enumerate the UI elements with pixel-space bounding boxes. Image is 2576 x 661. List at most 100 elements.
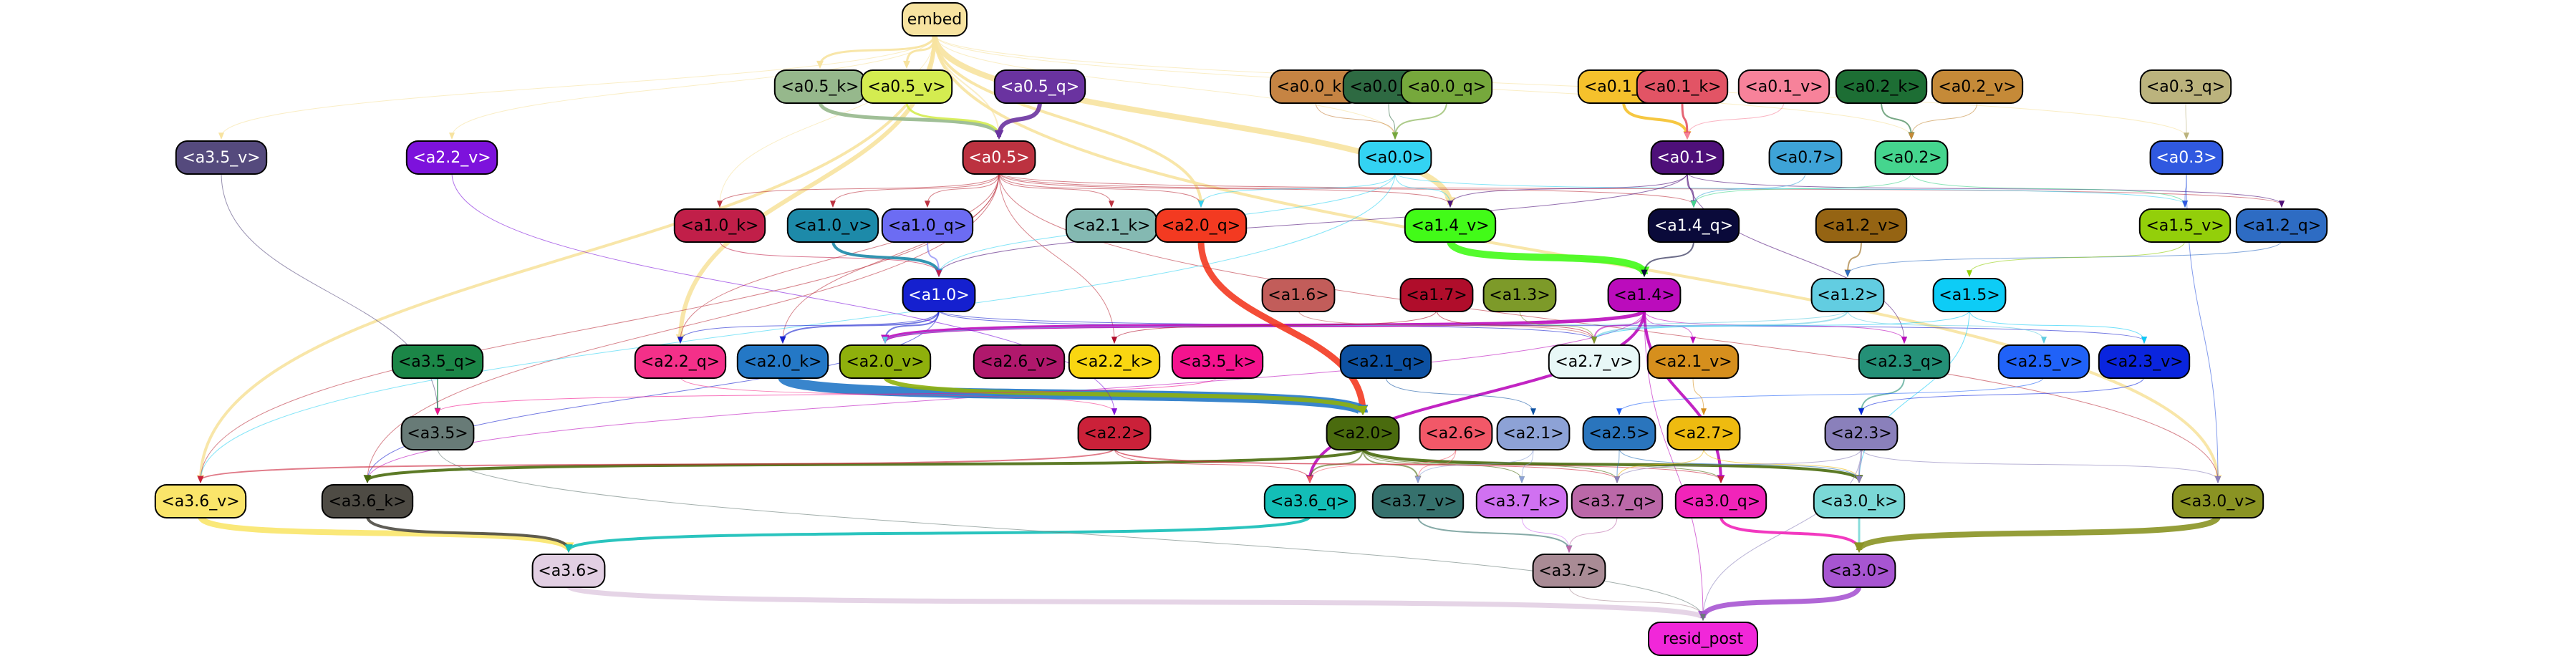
node-box-a1-4 bbox=[1607, 278, 1682, 312]
node-a1-5-v[interactable]: <a1.5_v> bbox=[2138, 208, 2232, 243]
node-a2-1-v[interactable]: <a2.1_v> bbox=[1646, 344, 1740, 379]
edge-arrowhead-embed-to-a0-5-v bbox=[903, 60, 910, 69]
node-a2-0-k[interactable]: <a2.0_k> bbox=[736, 344, 829, 379]
node-a1-0-q[interactable]: <a1.0_q> bbox=[881, 208, 974, 243]
node-a2-6-v[interactable]: <a2.6_v> bbox=[973, 344, 1066, 379]
node-a2-2-k[interactable]: <a2.2_k> bbox=[1068, 344, 1161, 379]
node-a2-0-q[interactable]: <a2.0_q> bbox=[1154, 208, 1248, 243]
edge-a2-5-v-to-a2-5 bbox=[1619, 376, 2045, 413]
node-a3-0-v[interactable]: <a3.0_v> bbox=[2171, 484, 2264, 518]
node-a1-0-v[interactable]: <a1.0_v> bbox=[786, 208, 879, 243]
node-a0-2[interactable]: <a0.2> bbox=[1874, 140, 1949, 175]
edge-a0-5-to-a1-0-v bbox=[832, 172, 1000, 206]
node-a0-5[interactable]: <a0.5> bbox=[962, 140, 1036, 175]
node-label-a1-0-q: <a1.0_q> bbox=[888, 217, 967, 235]
node-a2-7-v[interactable]: <a2.7_v> bbox=[1548, 344, 1641, 379]
node-a3-6-v[interactable]: <a3.6_v> bbox=[154, 484, 247, 518]
node-a0-1-k[interactable]: <a0.1_k> bbox=[1636, 69, 1729, 104]
node-a3-5-q[interactable]: <a3.5_q> bbox=[391, 344, 484, 379]
node-box-a1-7 bbox=[1399, 278, 1474, 312]
node-a2-2-v[interactable]: <a2.2_v> bbox=[405, 140, 498, 175]
node-a3-6-k[interactable]: <a3.6_k> bbox=[321, 484, 414, 518]
node-a3-5-k[interactable]: <a3.5_k> bbox=[1171, 344, 1264, 379]
node-a2-1-k[interactable]: <a2.1_k> bbox=[1065, 208, 1158, 243]
node-a1-2[interactable]: <a1.2> bbox=[1810, 278, 1885, 312]
node-label-a3-5-v: <a3.5_v> bbox=[182, 149, 260, 167]
node-a2-7[interactable]: <a2.7> bbox=[1666, 416, 1741, 450]
node-box-a2-0-k bbox=[736, 344, 829, 379]
node-embed[interactable]: embed bbox=[902, 2, 968, 37]
node-a1-7[interactable]: <a1.7> bbox=[1399, 278, 1474, 312]
node-box-a1-0-k bbox=[673, 208, 766, 243]
node-a2-6[interactable]: <a2.6> bbox=[1419, 416, 1493, 450]
node-a3-7-q[interactable]: <a3.7_q> bbox=[1571, 484, 1664, 518]
node-a2-2[interactable]: <a2.2> bbox=[1077, 416, 1152, 450]
node-a2-2-q[interactable]: <a2.2_q> bbox=[634, 344, 727, 379]
node-label-a0-2-k: <a0.2_k> bbox=[1842, 78, 1920, 96]
node-a2-1[interactable]: <a2.1> bbox=[1496, 416, 1571, 450]
node-label-a2-3: <a2.3> bbox=[1830, 425, 1891, 443]
node-a3-7-k[interactable]: <a3.7_k> bbox=[1475, 484, 1568, 518]
node-a0-1[interactable]: <a0.1> bbox=[1650, 140, 1724, 175]
node-label-a3-0-k: <a3.0_k> bbox=[1820, 493, 1898, 511]
node-a3-0-q[interactable]: <a3.0_q> bbox=[1674, 484, 1767, 518]
node-label-a2-3-v: <a2.3_v> bbox=[2105, 353, 2183, 371]
node-a0-0[interactable]: <a0.0> bbox=[1358, 140, 1432, 175]
node-label-a0-5: <a0.5> bbox=[968, 149, 1029, 167]
node-box-a0-2 bbox=[1874, 140, 1949, 175]
node-label-a2-1: <a2.1> bbox=[1502, 425, 1563, 443]
node-label-a1-2-q: <a1.2_q> bbox=[2242, 217, 2321, 235]
node-a2-1-q[interactable]: <a2.1_q> bbox=[1339, 344, 1432, 379]
node-a1-2-v[interactable]: <a1.2_v> bbox=[1815, 208, 1908, 243]
node-a0-5-q[interactable]: <a0.5_q> bbox=[993, 69, 1086, 104]
node-a2-3[interactable]: <a2.3> bbox=[1824, 416, 1899, 450]
node-a3-6[interactable]: <a3.6> bbox=[531, 554, 606, 588]
node-a0-5-v[interactable]: <a0.5_v> bbox=[860, 69, 953, 104]
node-a1-4-v[interactable]: <a1.4_v> bbox=[1404, 208, 1497, 243]
node-a2-5[interactable]: <a2.5> bbox=[1582, 416, 1656, 450]
node-a1-6[interactable]: <a1.6> bbox=[1261, 278, 1336, 312]
node-label-a2-0-v: <a2.0_v> bbox=[846, 353, 924, 371]
node-a0-3[interactable]: <a0.3> bbox=[2149, 140, 2224, 175]
edge-a2-2-to-a3-6-q bbox=[1114, 448, 1311, 481]
node-resid-post[interactable]: resid_post bbox=[1648, 622, 1758, 656]
node-label-a3-7: <a3.7> bbox=[1538, 562, 1599, 580]
node-a0-3-q[interactable]: <a0.3_q> bbox=[2139, 69, 2232, 104]
node-a0-5-k[interactable]: <a0.5_k> bbox=[773, 69, 867, 104]
node-a1-5[interactable]: <a1.5> bbox=[1932, 278, 2007, 312]
node-a3-6-q[interactable]: <a3.6_q> bbox=[1263, 484, 1356, 518]
node-a3-0-k[interactable]: <a3.0_k> bbox=[1813, 484, 1906, 518]
node-a1-4-q[interactable]: <a1.4_q> bbox=[1647, 208, 1740, 243]
node-a3-7-v[interactable]: <a3.7_v> bbox=[1371, 484, 1465, 518]
node-box-a2-6-v bbox=[973, 344, 1066, 379]
node-a2-0[interactable]: <a2.0> bbox=[1326, 416, 1400, 450]
node-a2-3-v[interactable]: <a2.3_v> bbox=[2098, 344, 2191, 379]
node-label-a0-1: <a0.1> bbox=[1656, 149, 1717, 167]
node-a0-7[interactable]: <a0.7> bbox=[1768, 140, 1843, 175]
node-a1-0-k[interactable]: <a1.0_k> bbox=[673, 208, 766, 243]
node-a0-0-q[interactable]: <a0.0_q> bbox=[1400, 69, 1493, 104]
node-a0-2-k[interactable]: <a0.2_k> bbox=[1835, 69, 1928, 104]
edge-a2-0-to-a3-7-q bbox=[1362, 448, 1618, 481]
node-a1-4[interactable]: <a1.4> bbox=[1607, 278, 1682, 312]
node-a3-5-v[interactable]: <a3.5_v> bbox=[175, 140, 268, 175]
node-a2-0-v[interactable]: <a2.0_v> bbox=[839, 344, 932, 379]
edge-arrowhead-a2-6-to-a3-6-q bbox=[1307, 476, 1313, 483]
node-a2-3-q[interactable]: <a2.3_q> bbox=[1858, 344, 1951, 379]
node-a3-7[interactable]: <a3.7> bbox=[1532, 554, 1606, 588]
node-a3-0[interactable]: <a3.0> bbox=[1822, 554, 1896, 588]
node-a0-2-v[interactable]: <a0.2_v> bbox=[1931, 69, 2024, 104]
node-a1-3[interactable]: <a1.3> bbox=[1482, 278, 1557, 312]
edge-arrowhead-a2-2-to-a3-6-v bbox=[197, 476, 204, 483]
node-a0-0-k[interactable]: <a0.0_k> bbox=[1269, 69, 1362, 104]
node-box-a3-5-q bbox=[391, 344, 484, 379]
node-box-resid-post bbox=[1648, 622, 1758, 656]
node-label-a1-5-v: <a1.5_v> bbox=[2146, 217, 2224, 235]
node-a0-1-v[interactable]: <a0.1_v> bbox=[1737, 69, 1830, 104]
node-label-a3-5-q: <a3.5_q> bbox=[398, 353, 477, 371]
node-a1-2-q[interactable]: <a1.2_q> bbox=[2235, 208, 2328, 243]
node-a1-0[interactable]: <a1.0> bbox=[902, 278, 976, 312]
edge-a3-7-v-to-a3-7 bbox=[1417, 516, 1570, 551]
node-a2-5-v[interactable]: <a2.5_v> bbox=[1997, 344, 2090, 379]
node-a3-5[interactable]: <a3.5> bbox=[400, 416, 475, 450]
